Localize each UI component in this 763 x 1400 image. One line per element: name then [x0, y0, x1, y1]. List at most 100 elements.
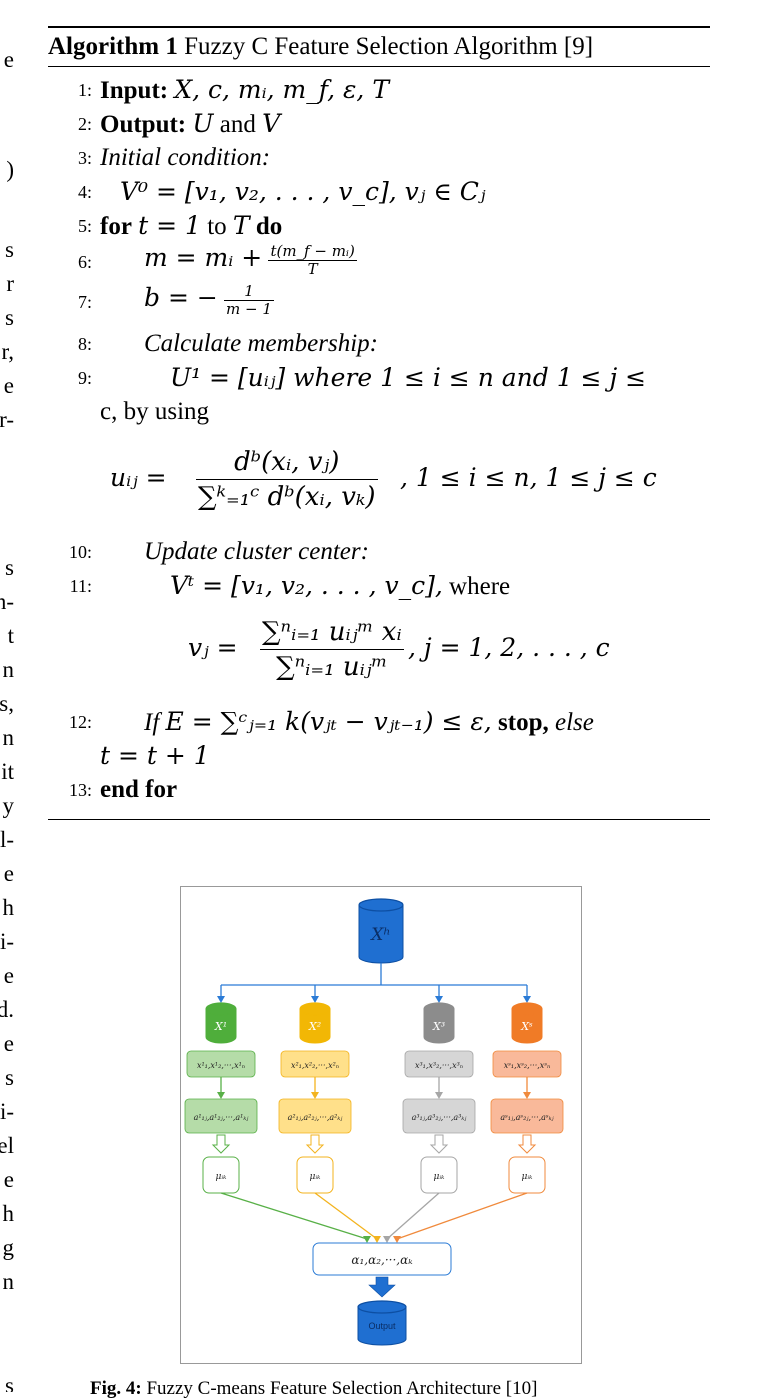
left-fragment-text: h — [2, 1201, 15, 1226]
architecture-diagram: XʰX¹x¹₁,x¹₂,···,x¹ₙa¹₁ⱼ,a¹₂ⱼ,···,a¹ₖⱼμᵢₖ… — [184, 898, 564, 1346]
output-and: and — [219, 111, 256, 138]
for-keyword: for — [100, 213, 132, 240]
u-numerator: dᵇ(xᵢ, vⱼ) — [196, 445, 378, 480]
feature-box-text: xˢ₁,xˢ₂,···,xˢₙ — [504, 1061, 551, 1070]
coefficient-box — [490, 1098, 564, 1134]
hollow-arrow — [211, 1134, 231, 1154]
left-fragment-text: i- — [0, 929, 14, 954]
b-denominator: m − 1 — [226, 300, 272, 318]
branch-arrowhead — [217, 996, 225, 1003]
line-number: 9: — [77, 368, 92, 388]
u-denominator: ∑ᵏ₌₁ᶜ dᵇ(xᵢ, vₖ) — [198, 482, 376, 512]
algorithm-block: Algorithm 1 Fuzzy C Feature Selection Al… — [48, 26, 710, 867]
algo-line-7: 7: b = − 1 m − 1 — [48, 281, 710, 321]
m-denominator: T — [307, 260, 318, 278]
hollow-arrow — [305, 1134, 325, 1154]
left-fragment-text: e — [3, 1031, 14, 1056]
left-fragment-text: r, — [1, 339, 15, 364]
if-expression: E = ∑ᶜⱼ₌₁ k(vⱼₜ − vⱼₜ₋₁) ≤ ε, — [165, 707, 492, 736]
m-numerator: t(m_f − mᵢ) — [268, 242, 357, 261]
left-fragment-text: t — [7, 623, 14, 648]
hollow-arrow — [429, 1134, 449, 1154]
v-denominator: ∑ⁿᵢ₌₁ uᵢⱼᵐ — [276, 652, 388, 682]
line-number: 11: — [69, 576, 92, 596]
branch-arrowhead — [523, 996, 531, 1003]
left-fragment-text: i- — [0, 1099, 14, 1124]
left-fragment-text: d. — [0, 997, 14, 1022]
branch-database-label: X¹ — [214, 1020, 227, 1033]
vt-where: where — [449, 573, 511, 600]
calculate-membership-label: Calculate membership: — [144, 330, 378, 357]
line-number: 10: — [68, 542, 92, 562]
top-database-cylinder-top — [358, 898, 404, 912]
left-fragment-text: e — [3, 861, 14, 886]
algorithm-title: Algorithm 1 Fuzzy C Feature Selection Al… — [48, 28, 710, 66]
membership-box-text: μᵢₖ — [310, 1172, 322, 1182]
converging-arrowhead — [383, 1236, 391, 1243]
input-keyword: Input: — [100, 77, 169, 104]
figure-caption: Fig. 4: Fuzzy C-means Feature Selection … — [90, 1378, 537, 1400]
branch-database-label: X² — [308, 1020, 321, 1033]
left-fragment-text: e — [3, 963, 14, 988]
converging-line — [220, 1192, 368, 1240]
converging-arrowhead — [373, 1236, 381, 1243]
membership-box-text: μᵢₖ — [522, 1172, 534, 1182]
u-lhs: uᵢⱼ = — [110, 463, 167, 492]
vt-expression: Vᵗ = [v₁, v₂, . . . , v_c], — [170, 571, 443, 600]
feature-arrowhead — [217, 1092, 225, 1099]
end-for-keyword: end for — [100, 776, 178, 803]
converging-line — [396, 1192, 528, 1240]
line-number: 5: — [77, 216, 92, 236]
v-fraction: ∑ⁿᵢ₌₁ uᵢⱼᵐ xᵢ ∑ⁿᵢ₌₁ uᵢⱼᵐ — [260, 615, 404, 684]
branch-database-cylinder-top — [299, 1002, 331, 1016]
feature-box-text: x³₁,x³₂,···,x³ₙ — [415, 1061, 463, 1070]
left-fragment-text: n — [2, 657, 15, 682]
membership-box-text: μᵢₖ — [216, 1172, 228, 1182]
branch-database-cylinder-top — [423, 1002, 455, 1016]
left-fragment-text: el — [0, 1133, 14, 1158]
feature-box-text: x²₁,x²₂,···,x²ₙ — [291, 1061, 339, 1070]
initial-condition-label: Initial condition: — [100, 144, 271, 171]
u-equation: uᵢⱼ = dᵇ(xᵢ, vⱼ) ∑ᵏ₌₁ᶜ dᵇ(xᵢ, vₖ) , 1 ≤ … — [48, 445, 710, 515]
coefficient-box-text: aˢ₁ⱼ,aˢ₂ⱼ,···,aˢₖⱼ — [500, 1113, 554, 1122]
algorithm-title-rule — [48, 66, 710, 67]
line-number: 7: — [77, 292, 92, 312]
v-lhs: vⱼ = — [188, 633, 238, 662]
converging-arrowhead — [363, 1236, 371, 1243]
hollow-arrow — [517, 1134, 537, 1154]
branch-database-cylinder-top — [205, 1002, 237, 1016]
input-values: X, c, mᵢ, m_f, ε, T — [174, 75, 390, 104]
left-fragment-text: s, — [0, 691, 14, 716]
branch-database-cylinder-top — [511, 1002, 543, 1016]
alpha-box-text: α₁,α₂,···,αₖ — [351, 1253, 413, 1267]
for-expression: t = 1 — [138, 211, 201, 240]
algorithm-title-text: Fuzzy C Feature Selection Algorithm [9] — [184, 33, 594, 60]
left-fragment-text: n- — [0, 589, 14, 614]
for-to: to — [207, 213, 227, 240]
u-condition: , 1 ≤ i ≤ n, 1 ≤ j ≤ c — [400, 463, 657, 492]
m-fraction: t(m_f − mᵢ) T — [268, 242, 357, 278]
left-fragment-text: n — [2, 1269, 15, 1294]
v-equation: vⱼ = ∑ⁿᵢ₌₁ uᵢⱼᵐ xᵢ ∑ⁿᵢ₌₁ uᵢⱼᵐ , j = 1, 2… — [48, 615, 710, 685]
feature-arrowhead — [523, 1092, 531, 1099]
alpha-box — [312, 1242, 452, 1276]
top-database-label: Xʰ — [369, 925, 390, 945]
line-number: 6: — [77, 252, 92, 272]
v0-expression: V⁰ = [v₁, v₂, . . . , v_c], vⱼ ∈ Cⱼ — [120, 177, 486, 206]
branch-database-label: X³ — [432, 1020, 445, 1033]
branch-arrowhead — [435, 996, 443, 1003]
v-numerator: ∑ⁿᵢ₌₁ uᵢⱼᵐ xᵢ — [260, 615, 404, 650]
converging-line — [386, 1192, 440, 1240]
algorithm-top-rule — [48, 26, 710, 28]
line-number: 13: — [68, 780, 92, 800]
b-lhs: b = − — [144, 283, 218, 313]
algo-line-6: 6: m = mᵢ + t(m_f − mᵢ) T — [48, 239, 710, 279]
left-fragment-text: y — [2, 793, 15, 818]
continuation-12: t = t + 1 — [100, 741, 210, 770]
line-number: 1: — [77, 80, 92, 100]
coefficient-box-text: a¹₁ⱼ,a¹₂ⱼ,···,a¹ₖⱼ — [194, 1113, 250, 1122]
u-fraction: dᵇ(xᵢ, vⱼ) ∑ᵏ₌₁ᶜ dᵇ(xᵢ, vₖ) — [196, 445, 378, 514]
left-fragment-text: s — [5, 237, 14, 262]
u1-expression: U¹ = [uᵢⱼ] where 1 ≤ i ≤ n and 1 ≤ j ≤ — [170, 363, 647, 392]
coefficient-box-text: a³₁ⱼ,a³₂ⱼ,···,a³ₖⱼ — [412, 1113, 468, 1122]
